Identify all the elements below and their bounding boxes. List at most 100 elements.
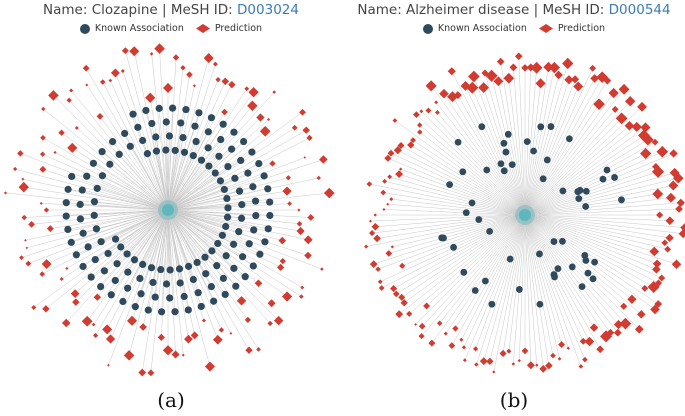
edge-line [445,214,526,334]
prediction-node [410,137,416,144]
prediction-node [93,293,102,301]
known-association-node [223,194,231,203]
prediction-node [245,346,253,354]
edge-line [167,127,295,211]
known-association-node [217,135,225,144]
known-association-node [235,187,244,195]
prediction-node [624,120,635,131]
known-association-node [201,253,209,261]
edge-line [42,169,169,211]
known-association-node [471,287,479,294]
known-association-node [227,145,236,153]
prediction-node [108,78,113,83]
panel-b-title: Name: Alzheimer disease | MeSH ID: D0005… [343,2,685,18]
edge-line [524,214,532,366]
edge-line [524,214,684,234]
known-association-node [90,198,99,206]
prediction-node [192,84,196,88]
prediction-node [201,318,206,323]
prediction-node [303,235,313,245]
known-association-node [175,265,184,273]
known-association-node [92,225,101,233]
edge-line [387,157,526,216]
edge-line [159,48,169,211]
known-association-node [530,147,537,155]
prediction-node [514,52,523,61]
prediction-node [459,337,464,342]
known-association-node [547,123,555,130]
known-association-node [500,139,508,147]
prediction-node [149,52,154,56]
panel-b-legend: Known Association Prediction [343,23,685,34]
edge-line [167,209,223,236]
known-association-node [139,260,147,269]
prediction-node [611,105,619,113]
prediction-node [93,332,99,338]
known-association-node [67,238,75,246]
edge-line [167,141,244,211]
known-association-node [219,274,227,282]
edge-line [160,209,169,270]
prediction-node [40,134,46,141]
edge-line [489,214,526,362]
edge-line [151,209,169,268]
prediction-node [272,90,276,94]
edge-line [53,95,169,211]
prediction-node [652,259,662,269]
known-association-node [582,187,590,195]
panel-b-separator: | [533,2,539,18]
panel-b-mesh-id[interactable]: D000544 [608,2,671,18]
edge-line [524,197,671,216]
edge-line [524,77,603,216]
edge-line [472,87,526,216]
prediction-node [593,98,605,111]
prediction-node [323,187,335,199]
known-association-node [219,120,227,128]
known-association-node [182,105,190,114]
panel-a-mesh-id[interactable]: D003024 [237,2,299,18]
prediction-node [221,108,228,116]
known-association-node [231,174,239,182]
edge-line [167,111,225,211]
prediction-node [566,346,570,350]
edge-line [97,188,169,211]
known-association-node [221,290,229,299]
prediction-node [24,239,27,242]
edge-line [82,189,169,211]
prediction-node [48,90,59,101]
prediction-node [669,167,680,178]
edge-line [513,67,526,216]
known-association-node [121,129,129,138]
known-association-node [551,273,558,281]
prediction-node [631,121,642,132]
prediction-node [147,369,155,377]
edge-line [156,151,169,211]
edge-line [86,175,169,211]
edge-line [439,214,526,324]
prediction-node [378,285,385,291]
edge-line [524,104,600,216]
known-association-node [111,235,120,243]
edge-line [400,168,526,216]
prediction-node [640,147,652,160]
edge-line [167,139,221,211]
known-association-node [440,234,447,242]
known-association-icon [422,23,433,34]
edge-line [524,68,593,216]
prediction-node [229,332,233,335]
prediction-node [157,333,165,342]
edge-line [524,214,658,264]
prediction-node [385,250,393,257]
edge-line [524,74,559,216]
edge-line [465,85,526,216]
prediction-node [375,266,381,272]
known-association-node [235,228,243,236]
edge-line [524,214,677,265]
edge-line [463,214,526,348]
known-association-node [244,169,252,177]
prediction-node [105,334,116,344]
edge-line [167,132,235,211]
edge-line [372,214,526,234]
prediction-node [571,75,580,84]
edge-line [396,214,526,295]
